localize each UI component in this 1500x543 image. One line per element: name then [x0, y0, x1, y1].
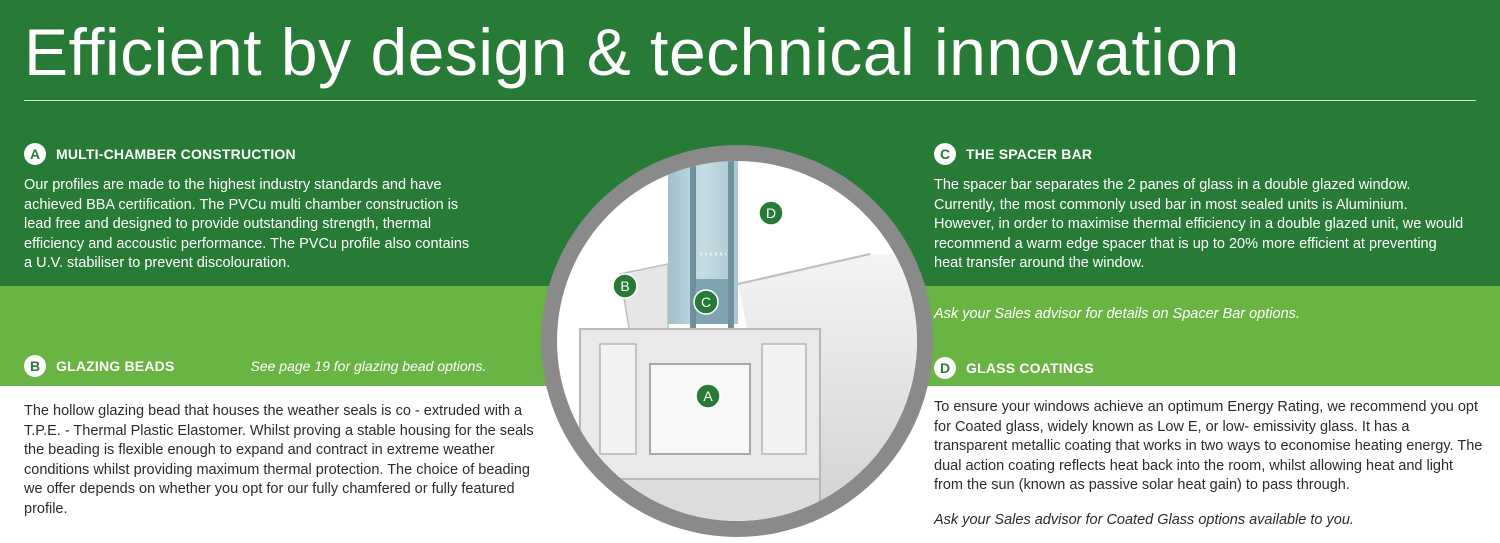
section-d-heading: D GLASS COATINGS	[934, 357, 1094, 379]
section-c-note: Ask your Sales advisor for details on Sp…	[934, 306, 1300, 322]
section-a-title: MULTI-CHAMBER CONSTRUCTION	[56, 146, 296, 162]
section-a-heading: A MULTI-CHAMBER CONSTRUCTION	[24, 143, 296, 165]
section-d-body: To ensure your windows achieve an optimu…	[934, 399, 1483, 494]
frame-chamber	[649, 363, 751, 455]
section-b-body: The hollow glazing bead that houses the …	[24, 403, 534, 517]
badge-c: C	[934, 143, 956, 165]
section-b-note: See page 19 for glazing bead options.	[250, 358, 487, 374]
section-d-note: Ask your Sales advisor for Coated Glass …	[934, 512, 1354, 528]
marker-c: C	[693, 289, 719, 315]
marker-b: B	[612, 273, 638, 299]
svg-text:B: B	[620, 278, 629, 294]
section-c-body: The spacer bar separates the 2 panes of …	[934, 177, 1464, 272]
svg-text:C: C	[701, 294, 711, 310]
section-c-heading: C THE SPACER BAR	[934, 143, 1092, 165]
section-c-title: THE SPACER BAR	[966, 146, 1093, 162]
marker-d: D	[758, 200, 784, 226]
page-title: Efficient by design & technical innovati…	[24, 15, 1240, 89]
svg-text:D: D	[766, 205, 776, 221]
section-b-title: GLAZING BEADS	[56, 358, 175, 374]
svg-text:A: A	[703, 388, 713, 404]
section-d-title: GLASS COATINGS	[966, 360, 1094, 376]
badge-b: B	[24, 355, 46, 377]
marker-a: A	[695, 383, 721, 409]
badge-d: D	[934, 357, 956, 379]
badge-a: A	[24, 143, 46, 165]
section-b-heading: B GLAZING BEADS See page 19 for glazing …	[24, 355, 486, 377]
window-profile-illustration: D B C A	[541, 145, 933, 537]
title-divider	[24, 100, 1476, 101]
section-a-body: Our profiles are made to the highest ind…	[24, 177, 470, 272]
